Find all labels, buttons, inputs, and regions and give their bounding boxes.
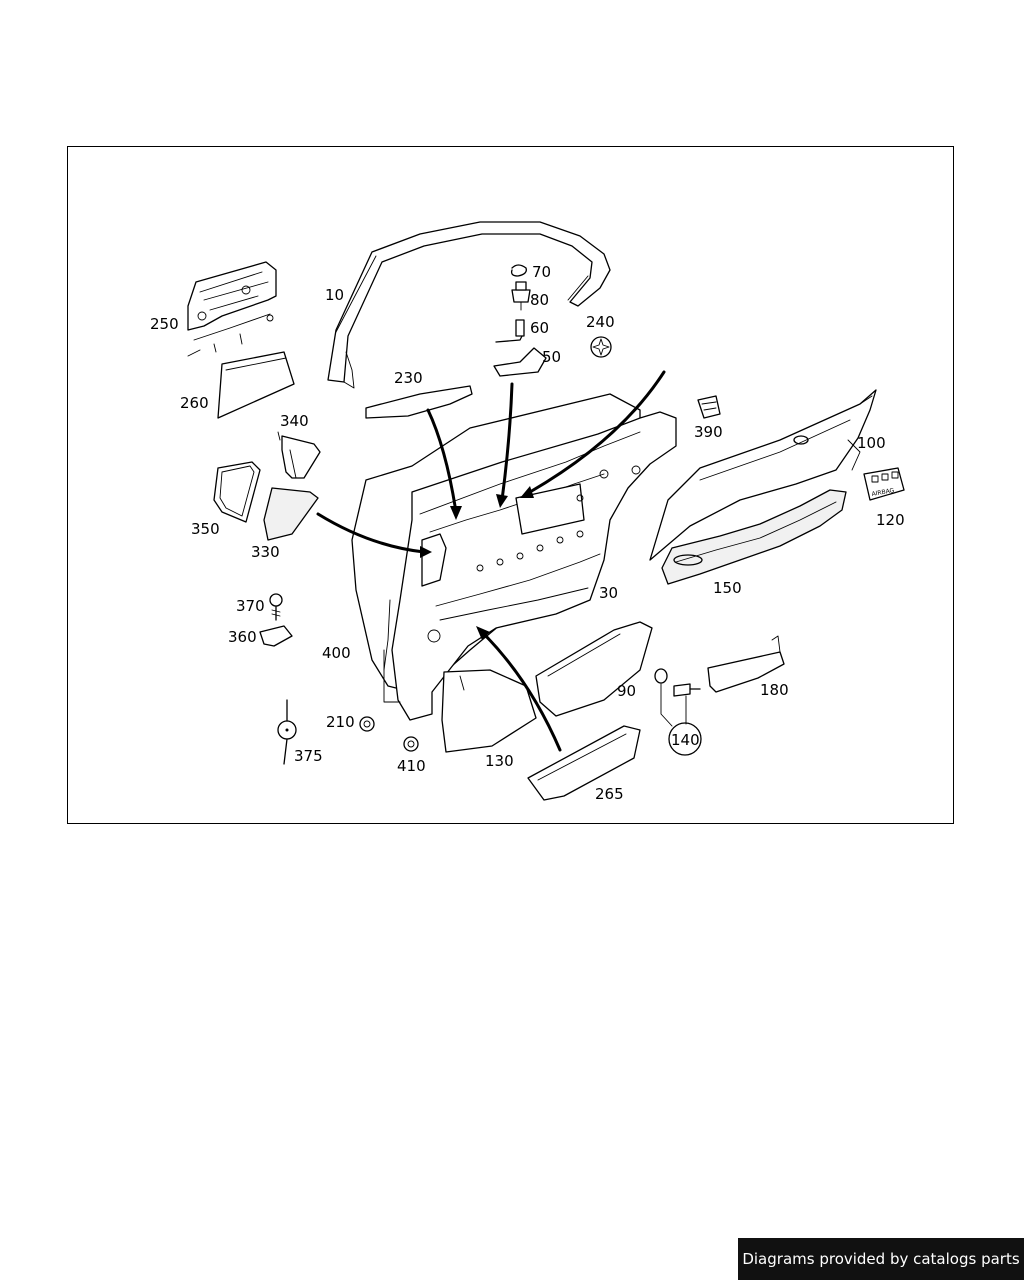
label-410: 410 bbox=[397, 757, 426, 775]
label-70: 70 bbox=[532, 263, 551, 281]
label-150: 150 bbox=[713, 579, 742, 597]
part-210-grommet[interactable] bbox=[359, 716, 375, 732]
label-180: 180 bbox=[760, 681, 789, 699]
label-375: 375 bbox=[294, 747, 323, 765]
label-260: 260 bbox=[180, 394, 209, 412]
part-100-armrest-cover[interactable] bbox=[649, 389, 877, 561]
label-240: 240 bbox=[586, 313, 615, 331]
part-340-bracket[interactable] bbox=[277, 431, 321, 479]
part-260-panel[interactable] bbox=[217, 351, 295, 419]
label-230: 230 bbox=[394, 369, 423, 387]
part-labels: 10 70 80 60 50 240 250 260 230 390 100 1… bbox=[150, 263, 905, 803]
part-150-armrest[interactable] bbox=[661, 489, 847, 585]
part-360-clip[interactable] bbox=[259, 625, 293, 647]
leader-lines bbox=[383, 649, 401, 703]
part-240-grommet[interactable] bbox=[590, 336, 612, 358]
label-140: 140 bbox=[671, 731, 700, 749]
part-350-seal[interactable] bbox=[213, 461, 261, 523]
assembly-arrows bbox=[316, 370, 666, 752]
label-360: 360 bbox=[228, 628, 257, 646]
part-120-airbag-switch[interactable]: AIRBAG bbox=[863, 467, 905, 501]
label-350: 350 bbox=[191, 520, 220, 538]
label-10: 10 bbox=[325, 286, 344, 304]
part-180-strip[interactable] bbox=[707, 635, 785, 693]
label-340: 340 bbox=[280, 412, 309, 430]
part-80-bolt[interactable] bbox=[511, 281, 531, 311]
credit-badge: Diagrams provided by catalogs parts bbox=[738, 1238, 1024, 1280]
label-80: 80 bbox=[530, 291, 549, 309]
label-210: 210 bbox=[326, 713, 355, 731]
part-10-frame-trim[interactable] bbox=[327, 221, 611, 389]
label-390: 390 bbox=[694, 423, 723, 441]
part-330-cover[interactable] bbox=[263, 487, 319, 541]
label-330: 330 bbox=[251, 543, 280, 561]
label-100: 100 bbox=[857, 434, 886, 452]
label-50: 50 bbox=[542, 348, 561, 366]
label-140-circle bbox=[668, 722, 702, 756]
label-400: 400 bbox=[322, 644, 351, 662]
part-265-sill-trim[interactable] bbox=[527, 725, 641, 801]
part-390-clip[interactable] bbox=[697, 395, 721, 419]
label-370: 370 bbox=[236, 597, 265, 615]
label-60: 60 bbox=[530, 319, 549, 337]
part-70-clip[interactable] bbox=[510, 264, 527, 277]
label-30: 30 bbox=[599, 584, 618, 602]
part-140-fasteners[interactable] bbox=[654, 668, 701, 727]
part-90-lower-trim[interactable] bbox=[535, 621, 653, 717]
label-265: 265 bbox=[595, 785, 624, 803]
label-130: 130 bbox=[485, 752, 514, 770]
label-90: 90 bbox=[617, 682, 636, 700]
part-370-screw[interactable] bbox=[269, 593, 283, 621]
part-130-cover[interactable] bbox=[441, 669, 537, 753]
part-410-plug[interactable] bbox=[403, 736, 419, 752]
diagram-frame bbox=[67, 146, 954, 824]
airbag-text: AIRBAG bbox=[871, 487, 895, 498]
part-375-cable[interactable] bbox=[277, 699, 297, 765]
part-30-door-trim-panel[interactable] bbox=[391, 411, 677, 721]
part-230-trim-strip[interactable] bbox=[365, 385, 473, 419]
part-50-door-handle[interactable] bbox=[493, 347, 547, 377]
label-120: 120 bbox=[876, 511, 905, 529]
label-250: 250 bbox=[150, 315, 179, 333]
part-60-pin[interactable] bbox=[495, 319, 525, 343]
part-250-bracket[interactable] bbox=[187, 261, 277, 357]
